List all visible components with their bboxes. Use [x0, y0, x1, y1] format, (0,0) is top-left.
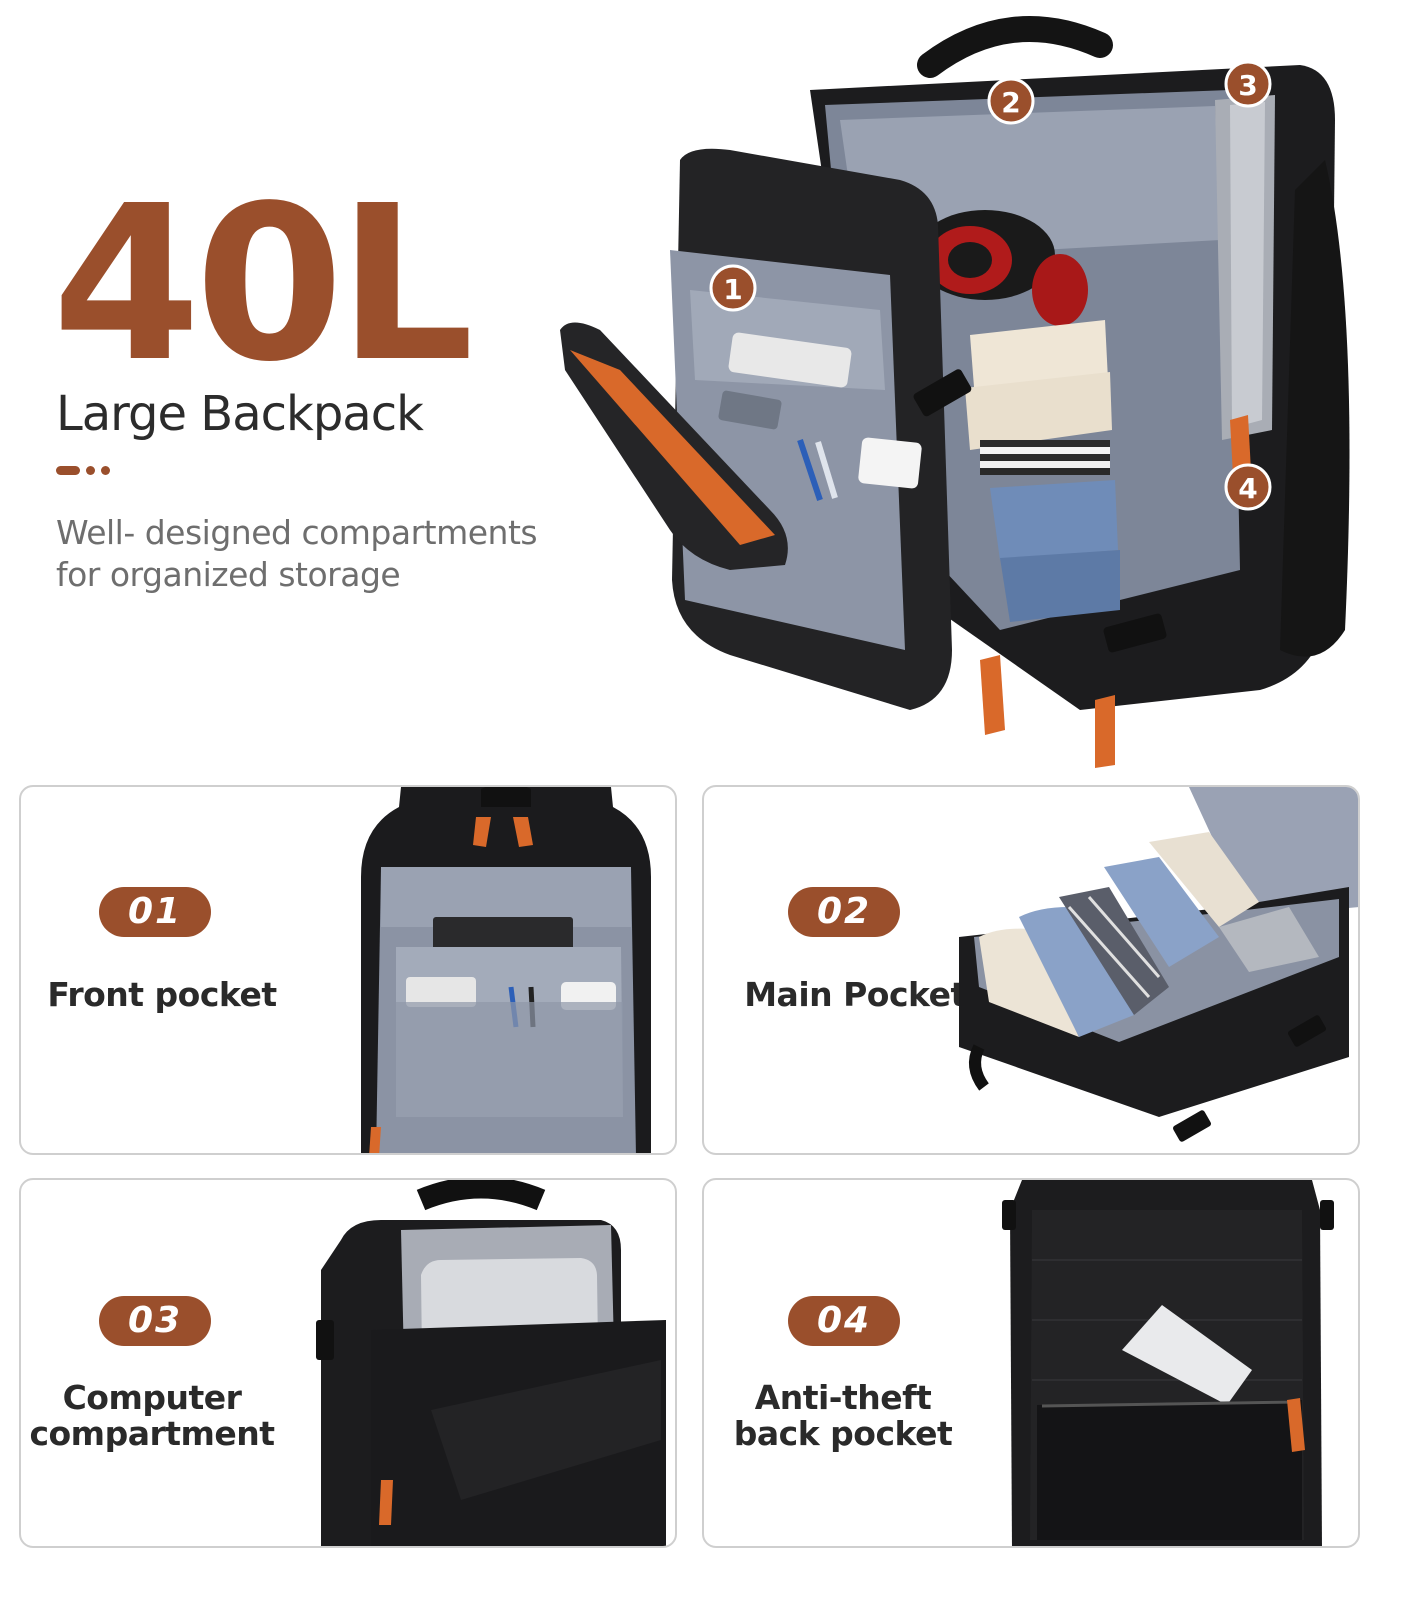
- feature-label-line: compartment: [29, 1414, 275, 1453]
- hero-backpack-image: 1 2 3 4: [560, 16, 1350, 768]
- marker-label: 2: [1001, 86, 1020, 119]
- hero-description: Well- designed compartments for organize…: [56, 512, 596, 596]
- marker-1: 1: [709, 264, 757, 312]
- number-badge-icon: 01: [99, 887, 211, 937]
- marker-4: 4: [1224, 463, 1272, 511]
- feature-card-main-pocket: 02 Main Pocket: [702, 785, 1360, 1155]
- anti-theft-back-pocket-image: [1002, 1180, 1334, 1546]
- marker-label: 3: [1238, 69, 1257, 102]
- marker-label: 4: [1238, 472, 1257, 505]
- hero-subtitle: Large Backpack: [56, 386, 424, 442]
- feature-label: Anti-theft back pocket: [712, 1380, 974, 1452]
- marker-2: 2: [987, 77, 1035, 125]
- hero-description-line: Well- designed compartments: [56, 513, 538, 552]
- feature-card-anti-theft-back-pocket: 04 Anti-theft back pocket: [702, 1178, 1360, 1548]
- marker-3: 3: [1224, 60, 1272, 108]
- marker-label: 1: [723, 273, 742, 306]
- number-badge-icon: 03: [99, 1296, 211, 1346]
- feature-label-line: Computer: [62, 1378, 242, 1417]
- number-badge-icon: 02: [788, 887, 900, 937]
- feature-label: Computer compartment: [21, 1380, 283, 1452]
- feature-card-front-pocket: 01 Front pocket: [19, 785, 677, 1155]
- feature-label: Front pocket: [31, 977, 293, 1013]
- feature-label-line: back pocket: [733, 1414, 953, 1453]
- hero-description-line: for organized storage: [56, 555, 401, 594]
- main-pocket-image: [959, 787, 1358, 1142]
- feature-label-line: Anti-theft: [754, 1378, 932, 1417]
- hero-title: 40L: [52, 160, 474, 409]
- front-pocket-image: [361, 787, 651, 1153]
- feature-label-line: Main Pocket: [744, 975, 966, 1014]
- feature-label: Main Pocket: [724, 977, 986, 1013]
- number-badge-icon: 04: [788, 1296, 900, 1346]
- feature-label-line: Front pocket: [47, 975, 277, 1014]
- feature-card-computer-compartment: 03 Computer compartment: [19, 1178, 677, 1548]
- computer-compartment-image: [316, 1180, 666, 1546]
- decorative-divider: [56, 466, 116, 476]
